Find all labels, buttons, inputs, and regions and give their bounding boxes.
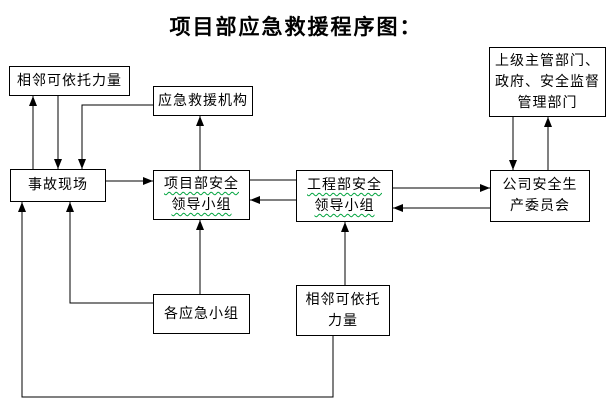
box-engineering-group: 工程部安全 领导小组 [296,170,393,222]
box-project-group-label: 项目部安全 领导小组 [164,176,239,213]
box-superior-label: 上级主管部门、 政府、安全监督 管理部门 [495,52,600,111]
box-emergency-teams-label: 各应急小组 [164,305,239,322]
connector-emergency-teams-to-scene [66,202,153,304]
box-engineering-group-label: 工程部安全 领导小组 [307,177,382,214]
box-adjacent-bottom-label: 相邻可依托 力量 [305,291,381,329]
connector-adjacent-bottom-to-scene [18,202,334,398]
diagram-title: 项目部应急救援程序图： [169,15,423,39]
box-rescue-org: 应急救援机构 [153,86,253,116]
box-scene: 事故现场 [10,169,106,202]
box-adjacent-top-label: 相邻可依托力量 [17,72,122,89]
box-adjacent-top: 相邻可依托力量 [9,66,130,96]
box-company-committee-label: 公司安全生 产委员会 [502,177,578,214]
box-emergency-teams: 各应急小组 [153,294,250,334]
box-scene-label: 事故现场 [28,177,88,193]
box-company-committee: 公司安全生 产委员会 [490,170,590,222]
connector-rescue-org-to-scene [78,104,153,169]
box-project-group: 项目部安全 领导小组 [153,170,250,220]
box-superior: 上级主管部门、 政府、安全监督 管理部门 [489,47,606,117]
box-rescue-org-label: 应急救援机构 [158,92,248,109]
box-adjacent-bottom: 相邻可依托 力量 [296,285,390,336]
